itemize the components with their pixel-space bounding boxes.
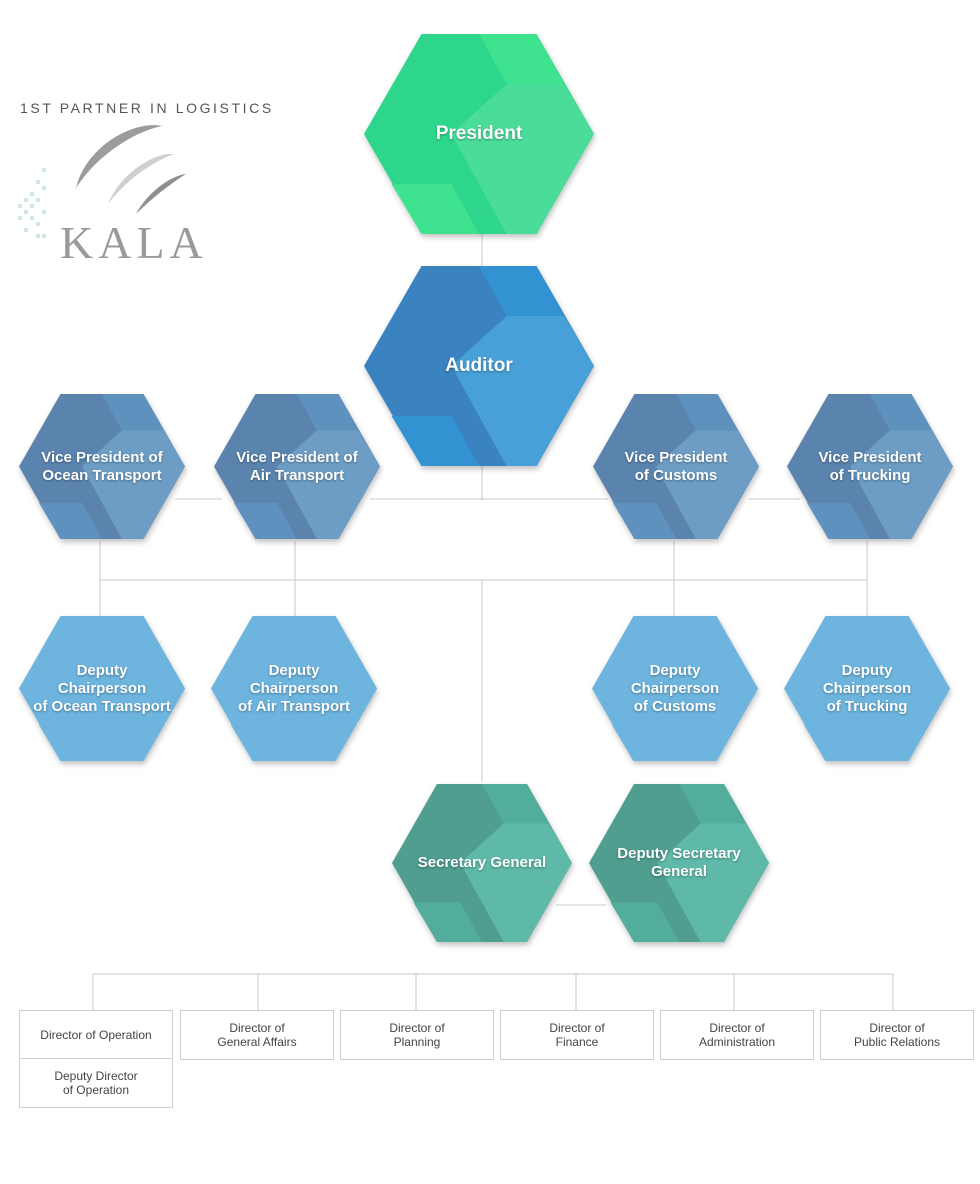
director-box: Director of Operation xyxy=(19,1010,173,1060)
text-line: Deputy Director xyxy=(54,1069,138,1083)
text-line: of Customs xyxy=(634,466,718,484)
brand-tagline: 1ST PARTNER IN LOGISTICS xyxy=(20,100,274,116)
text-line: of Operation xyxy=(62,1083,130,1097)
hexagon-shape xyxy=(593,394,759,539)
text-line: Administration xyxy=(698,1035,776,1049)
text-line: Deputy Chairperson xyxy=(57,661,147,697)
text-line: Director of xyxy=(709,1021,765,1035)
hexagon-shape xyxy=(364,266,594,466)
text-line: Finance xyxy=(555,1035,599,1049)
hexagon-shape xyxy=(589,784,769,942)
text-line: Ocean Transport xyxy=(42,466,162,484)
node-label: Secretary General xyxy=(417,854,547,871)
hexagon-shape xyxy=(19,616,185,761)
text-line: of Ocean Transport xyxy=(33,697,171,715)
kala-logo: KALA xyxy=(18,125,208,268)
text-line: Deputy Chairperson xyxy=(822,661,912,697)
text-line: Public Relations xyxy=(853,1035,941,1049)
text-line: Deputy Secretary xyxy=(617,845,741,862)
text-line: Director of xyxy=(549,1021,605,1035)
text-line: Director of xyxy=(869,1021,925,1035)
text-line: of Trucking xyxy=(829,466,911,484)
text-line: Vice President of xyxy=(236,448,358,466)
text-line: Director of xyxy=(389,1021,445,1035)
node-label: President xyxy=(435,123,523,144)
hexagon-shape xyxy=(19,394,185,539)
brand-name: KALA xyxy=(60,217,208,268)
text-line: of Air Transport xyxy=(238,697,350,715)
text-line: Director of xyxy=(229,1021,285,1035)
hexagon-shape xyxy=(787,394,953,539)
text-line: Vice President xyxy=(624,448,728,466)
text-line: General Affairs xyxy=(217,1035,297,1049)
auditor-node: Auditor xyxy=(364,266,594,466)
hexagon-shape xyxy=(392,784,572,942)
text-line: Deputy Chairperson xyxy=(630,661,720,697)
text-line: Air Transport xyxy=(249,466,345,484)
text-line: of Customs xyxy=(633,697,717,715)
text-line: Planning xyxy=(393,1035,441,1049)
president-node: President xyxy=(364,34,594,234)
text-line: Vice President of xyxy=(41,448,163,466)
text-line: Vice President xyxy=(818,448,922,466)
hexagon-shape xyxy=(364,34,594,234)
text-line: of Trucking xyxy=(826,697,908,715)
text-line: Director of Operation xyxy=(40,1028,152,1042)
node-label: Auditor xyxy=(445,355,513,376)
text-line: General xyxy=(651,863,707,880)
text-line: Deputy Chairperson xyxy=(249,661,339,697)
hexagon-shape xyxy=(211,616,377,761)
hexagon-shape xyxy=(592,616,758,761)
secretary-general-node: Secretary General xyxy=(392,784,572,942)
hexagon-shape xyxy=(784,616,950,761)
hexagon-shape xyxy=(214,394,380,539)
